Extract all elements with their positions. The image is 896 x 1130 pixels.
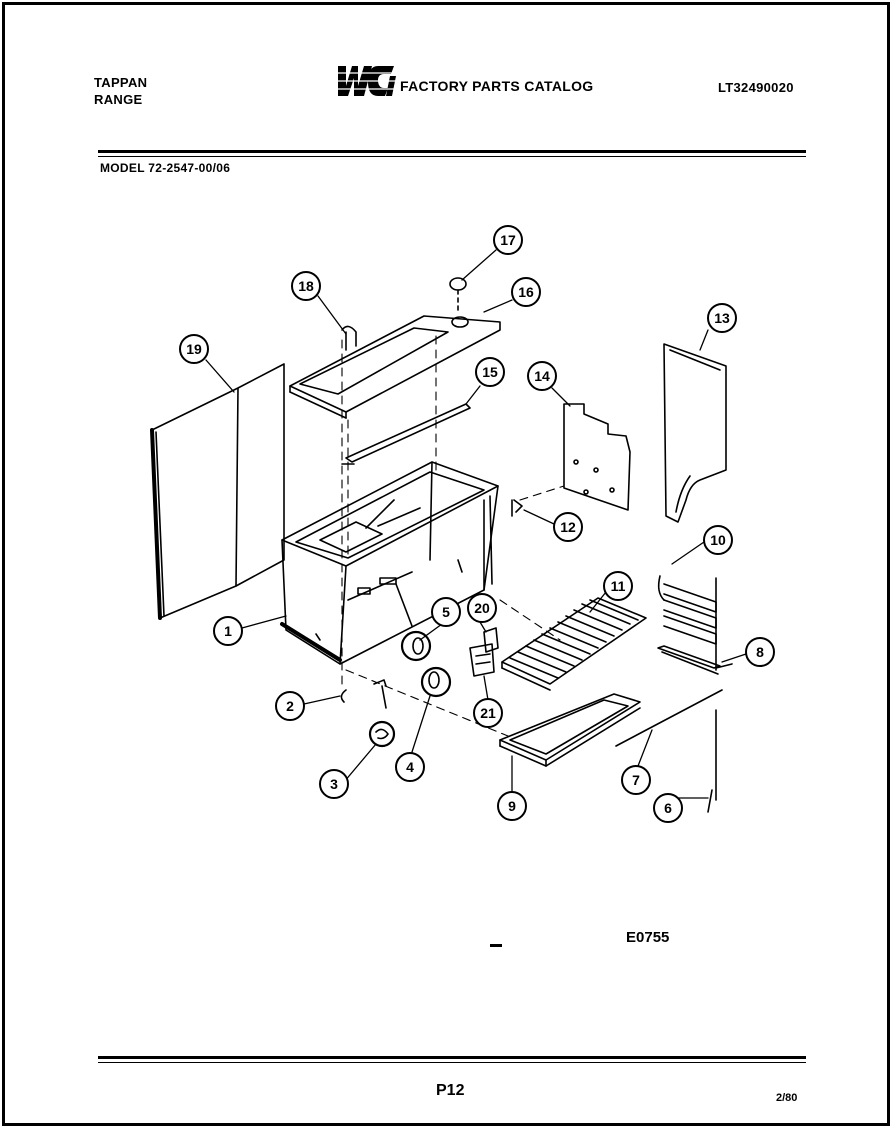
part-side-rail [657, 645, 733, 675]
callout-markers: 1 2 3 4 5 6 7 8 9 10 11 12 13 14 15 16 1… [179, 225, 775, 823]
callout-17: 17 [493, 225, 523, 255]
svg-text:5: 5 [442, 604, 450, 620]
callout-9: 9 [497, 791, 527, 821]
part-rod [615, 689, 723, 747]
header-rule-thin [98, 156, 806, 157]
svg-text:12: 12 [560, 519, 576, 535]
header-rule-thick [98, 150, 806, 153]
wci-logo-icon [334, 66, 396, 96]
part-broiler-pan [499, 693, 641, 767]
page-number: P12 [436, 1082, 465, 1099]
callout-13: 13 [707, 303, 737, 333]
callout-20: 20 [467, 593, 497, 623]
callout-2: 2 [275, 691, 305, 721]
part-screw [511, 499, 523, 517]
svg-text:4: 4 [406, 759, 414, 775]
callout-leaders [205, 249, 747, 799]
svg-text:3: 3 [330, 776, 338, 792]
callout-6: 6 [653, 793, 683, 823]
part-top-panel [289, 315, 501, 419]
callout-8: 8 [745, 637, 775, 667]
callout-1: 1 [213, 616, 243, 646]
callout-16: 16 [511, 277, 541, 307]
callout-21: 21 [473, 698, 503, 728]
callout-10: 10 [703, 525, 733, 555]
part-small-clip [340, 689, 347, 703]
svg-text:14: 14 [534, 368, 550, 384]
part-vertical-rod [707, 709, 717, 813]
svg-text:17: 17 [500, 232, 516, 248]
callout-15: 15 [475, 357, 505, 387]
callout-5: 5 [431, 597, 461, 627]
footer-rule-thick [98, 1056, 806, 1059]
brand-line-2: RANGE [94, 92, 143, 107]
speck-mark [490, 944, 502, 947]
svg-text:19: 19 [186, 341, 202, 357]
svg-text:18: 18 [298, 278, 314, 294]
part-back-panel [663, 343, 727, 523]
revision-date: 2/80 [776, 1092, 798, 1104]
brand-block: TAPPAN RANGE [94, 74, 147, 108]
svg-text:20: 20 [474, 600, 490, 616]
catalog-number: LT32490020 [718, 80, 794, 95]
callout-4: 4 [395, 752, 425, 782]
svg-text:13: 13 [714, 310, 730, 326]
part-hinge-brackets [469, 627, 499, 677]
part-side-panel [150, 363, 285, 620]
part-bracket [563, 403, 631, 511]
brand-line-1: TAPPAN [94, 75, 148, 90]
svg-text:10: 10 [710, 532, 726, 548]
callout-11: 11 [603, 571, 633, 601]
svg-text:6: 6 [664, 800, 672, 816]
callout-19: 19 [179, 334, 209, 364]
svg-text:7: 7 [632, 772, 640, 788]
drawing-id: E0755 [626, 929, 670, 946]
callout-18: 18 [291, 271, 321, 301]
svg-text:15: 15 [482, 364, 498, 380]
model-number: MODEL 72-2547-00/06 [100, 161, 231, 175]
part-knob [449, 277, 467, 313]
svg-text:21: 21 [480, 705, 496, 721]
callout-14: 14 [527, 361, 557, 391]
footer-rule-thin [98, 1062, 806, 1063]
part-cabinet-body [280, 461, 499, 665]
part-rack-set [657, 575, 717, 671]
part-clip [341, 325, 357, 351]
svg-text:2: 2 [286, 698, 294, 714]
callout-3: 3 [319, 769, 349, 799]
part-knob-set [368, 630, 452, 748]
svg-text:9: 9 [508, 798, 516, 814]
part-trim-strip [341, 403, 471, 465]
callout-12: 12 [553, 512, 583, 542]
svg-text:11: 11 [611, 578, 626, 594]
svg-text:16: 16 [518, 284, 534, 300]
svg-text:1: 1 [224, 623, 232, 639]
catalog-title: FACTORY PARTS CATALOG [400, 78, 594, 94]
callout-7: 7 [621, 765, 651, 795]
part-grid-shelf [501, 597, 647, 691]
svg-text:8: 8 [756, 644, 764, 660]
